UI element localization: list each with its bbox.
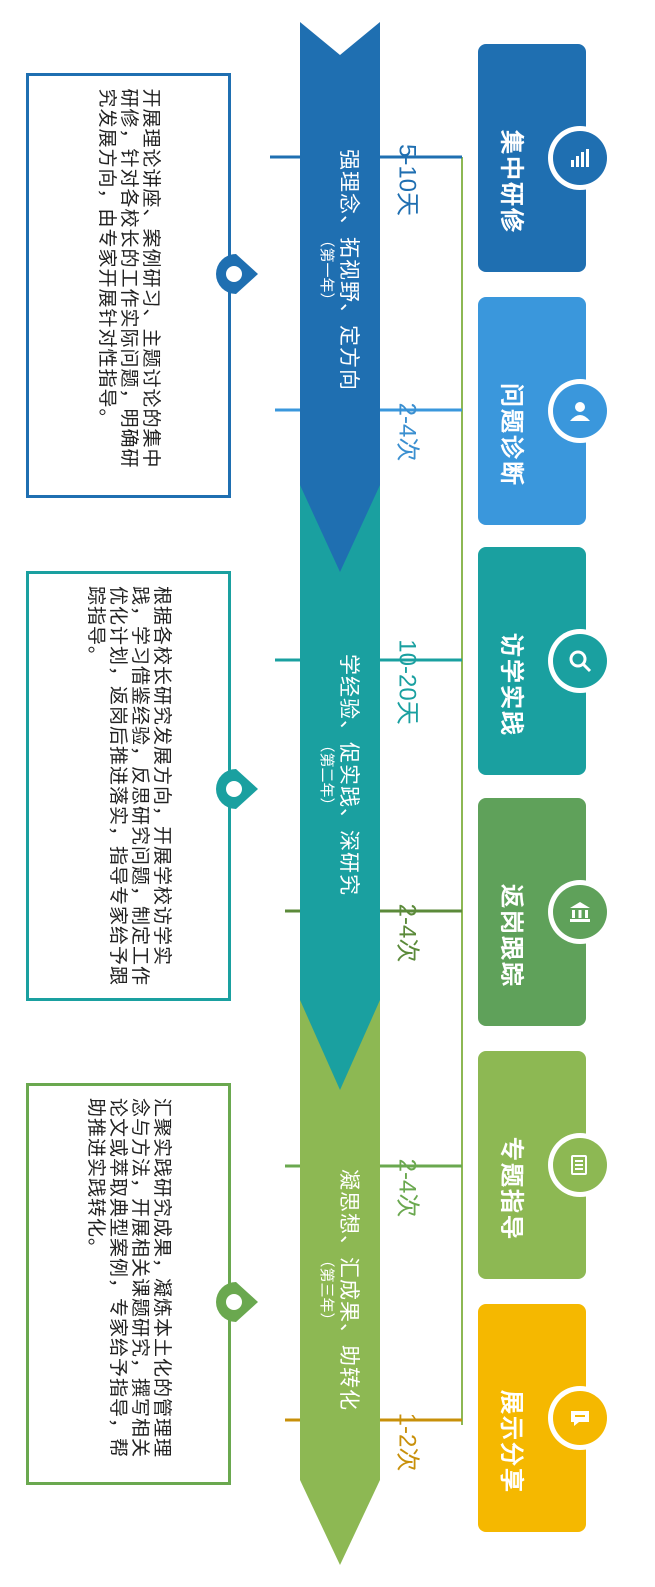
- phase-year: （第一年）: [318, 232, 336, 308]
- arrow-segment-3: [300, 1000, 380, 1565]
- chart-icon: [571, 149, 589, 167]
- card-label: 展示分享: [497, 1390, 526, 1494]
- duration-label: 2-4次: [393, 903, 421, 963]
- card-label: 返岗跟踪: [497, 884, 526, 988]
- location-pin-icon: [216, 254, 258, 294]
- card-centralized-training: 集中研修: [478, 44, 612, 272]
- phase-year: （第二年）: [318, 737, 336, 813]
- card-return-tracking: 返岗跟踪: [478, 798, 612, 1026]
- duration-label: 10-20天: [393, 639, 421, 725]
- phase-2-label: 学经验、促实践、深研究 （第二年）: [300, 560, 380, 990]
- chat-bubble-icon: [571, 1411, 589, 1426]
- card-problem-diagnosis: 问题诊断: [478, 297, 612, 525]
- arrow-segment-2: [300, 485, 380, 1090]
- duration-label: 1-2次: [393, 1412, 421, 1472]
- description-text: 根据各校长研究发展方向，开展学校访学实践，学习借鉴经验，反思研究问题，制定工作优…: [84, 586, 173, 987]
- person-icon: [570, 402, 590, 421]
- phase-1-label: 强理念、拓视野、定方向 （第一年）: [300, 55, 380, 485]
- phase-title: 凝思想、汇成果、助转化: [337, 1169, 361, 1411]
- card-label: 专题指导: [497, 1137, 526, 1241]
- location-pin-icon: [216, 1282, 258, 1322]
- card-label: 访学实践: [497, 633, 526, 737]
- description-text: 开展理论讲座、案例研习、主题讨论的集中研修，针对各校长的工作实际问题，明确研究发…: [95, 88, 162, 469]
- description-text: 汇聚实践研究成果，凝炼本土化的管理理念与方法，开展相关课题研究，撰写相关论文或萃…: [84, 1098, 173, 1459]
- card-topic-guidance: 专题指导: [478, 1051, 612, 1279]
- document-icon: [571, 1155, 587, 1175]
- card-label: 集中研修: [497, 130, 526, 234]
- description-box-2: 根据各校长研究发展方向，开展学校访学实践，学习借鉴经验，反思研究问题，制定工作优…: [26, 571, 231, 1001]
- duration-label: 2-4次: [393, 402, 421, 462]
- building-icon: [570, 902, 590, 922]
- duration-label: 2-4次: [393, 1158, 421, 1218]
- location-pin-icon: [216, 769, 258, 809]
- card-visiting-practice: 访学实践: [478, 547, 612, 775]
- phase-3-label: 凝思想、汇成果、助转化 （第三年）: [300, 1080, 380, 1500]
- card-showcase-sharing: 展示分享: [478, 1304, 612, 1532]
- card-label: 问题诊断: [497, 383, 526, 487]
- search-icon: [569, 650, 592, 673]
- phase-title: 强理念、拓视野、定方向: [337, 149, 361, 391]
- description-box-1: 开展理论讲座、案例研习、主题讨论的集中研修，针对各校长的工作实际问题，明确研究发…: [26, 73, 231, 498]
- duration-label: 5-10天: [393, 143, 421, 217]
- description-box-3: 汇聚实践研究成果，凝炼本土化的管理理念与方法，开展相关课题研究，撰写相关论文或萃…: [26, 1083, 231, 1485]
- arrow-segment-1: [300, 22, 380, 572]
- phase-title: 学经验、促实践、深研究: [337, 654, 361, 896]
- phase-year: （第三年）: [318, 1252, 336, 1328]
